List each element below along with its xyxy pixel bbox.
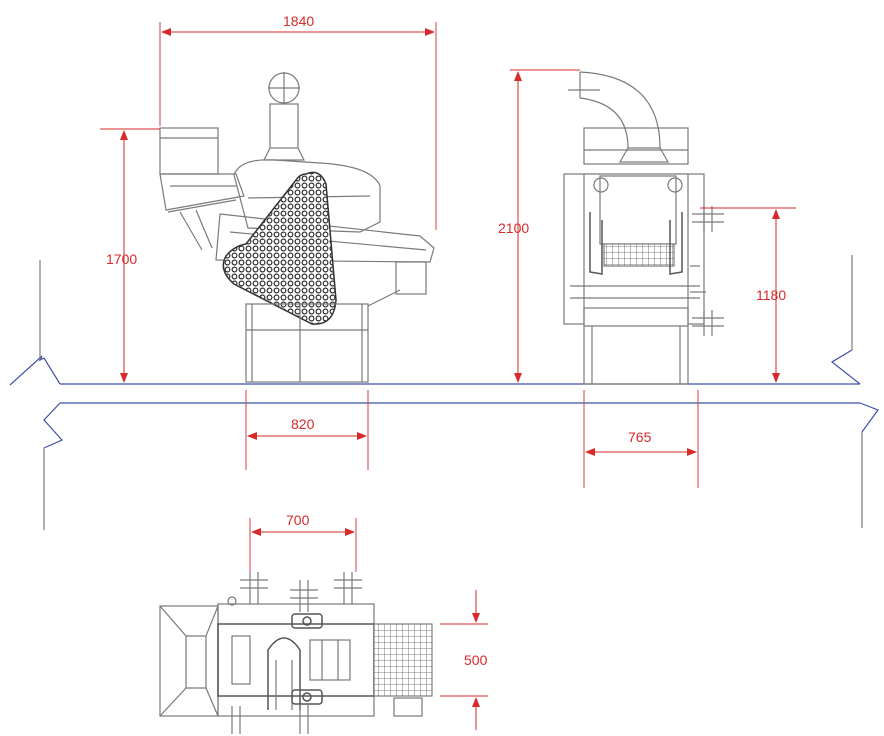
floor-line bbox=[9, 255, 879, 530]
dim-side-height: 1700 bbox=[106, 251, 137, 267]
dim-plan-depth: 500 bbox=[464, 652, 488, 668]
dim-end-height: 2100 bbox=[498, 220, 529, 236]
dim-plan-bolt-spacing: 700 bbox=[286, 512, 310, 528]
dim-side-length: 1840 bbox=[283, 13, 314, 29]
plan-view bbox=[159, 572, 433, 734]
plan-dimensions: 700 500 bbox=[249, 512, 488, 730]
dim-end-base: 765 bbox=[628, 429, 652, 445]
side-view bbox=[159, 72, 435, 383]
end-dimensions: 2100 1180 765 bbox=[498, 69, 796, 488]
side-dimensions: 1840 1700 820 bbox=[100, 13, 437, 470]
dim-end-inlet: 1180 bbox=[756, 287, 786, 303]
dim-side-base: 820 bbox=[291, 416, 315, 432]
end-view bbox=[563, 71, 724, 385]
